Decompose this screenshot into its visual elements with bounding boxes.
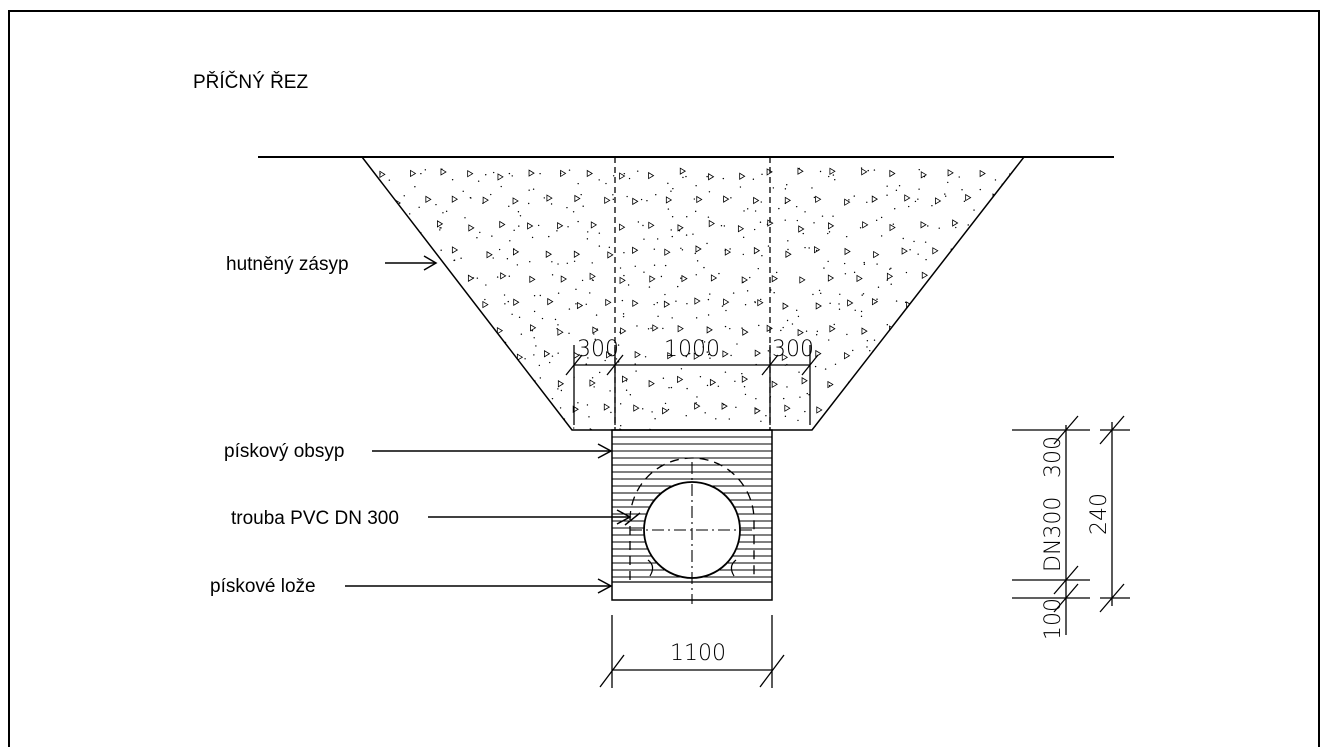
leader-sand-bed [345,578,613,594]
dim-width-top: 1000 [664,337,720,362]
top-dimension-chain [565,345,819,425]
leader-pipe [428,509,641,526]
dim-bed-height: 100 [1041,598,1066,640]
dim-trench-width: 1100 [670,641,726,666]
sand-cover-zone [611,429,773,604]
backfill-zone [360,156,1026,431]
dim-left-offset: 300 [577,337,619,362]
label-backfill: hutněný zásyp [226,254,349,275]
label-sand-cover: pískový obsyp [224,441,344,462]
excavation-outline [629,457,755,580]
backfill-hatch [376,167,1024,430]
dim-total-height: 240 [1087,493,1112,535]
leader-backfill [385,255,438,271]
leader-sand-cover [372,443,613,459]
pipe-bedding-left [647,559,654,577]
label-sand-bed: pískové lože [210,576,316,597]
drawing-title: PŘÍČNÝ ŘEZ [193,71,308,93]
drawing-frame [8,10,1320,747]
bottom-dimension [599,615,785,688]
label-pipe: trouba PVC DN 300 [231,508,399,529]
dim-right-offset: 300 [772,337,814,362]
right-dimension-chain [1012,415,1130,635]
dim-cover-height: 300 [1041,436,1066,478]
dim-pipe-dn: DN300 [1041,497,1066,572]
pipe-bedding-right [730,559,737,577]
